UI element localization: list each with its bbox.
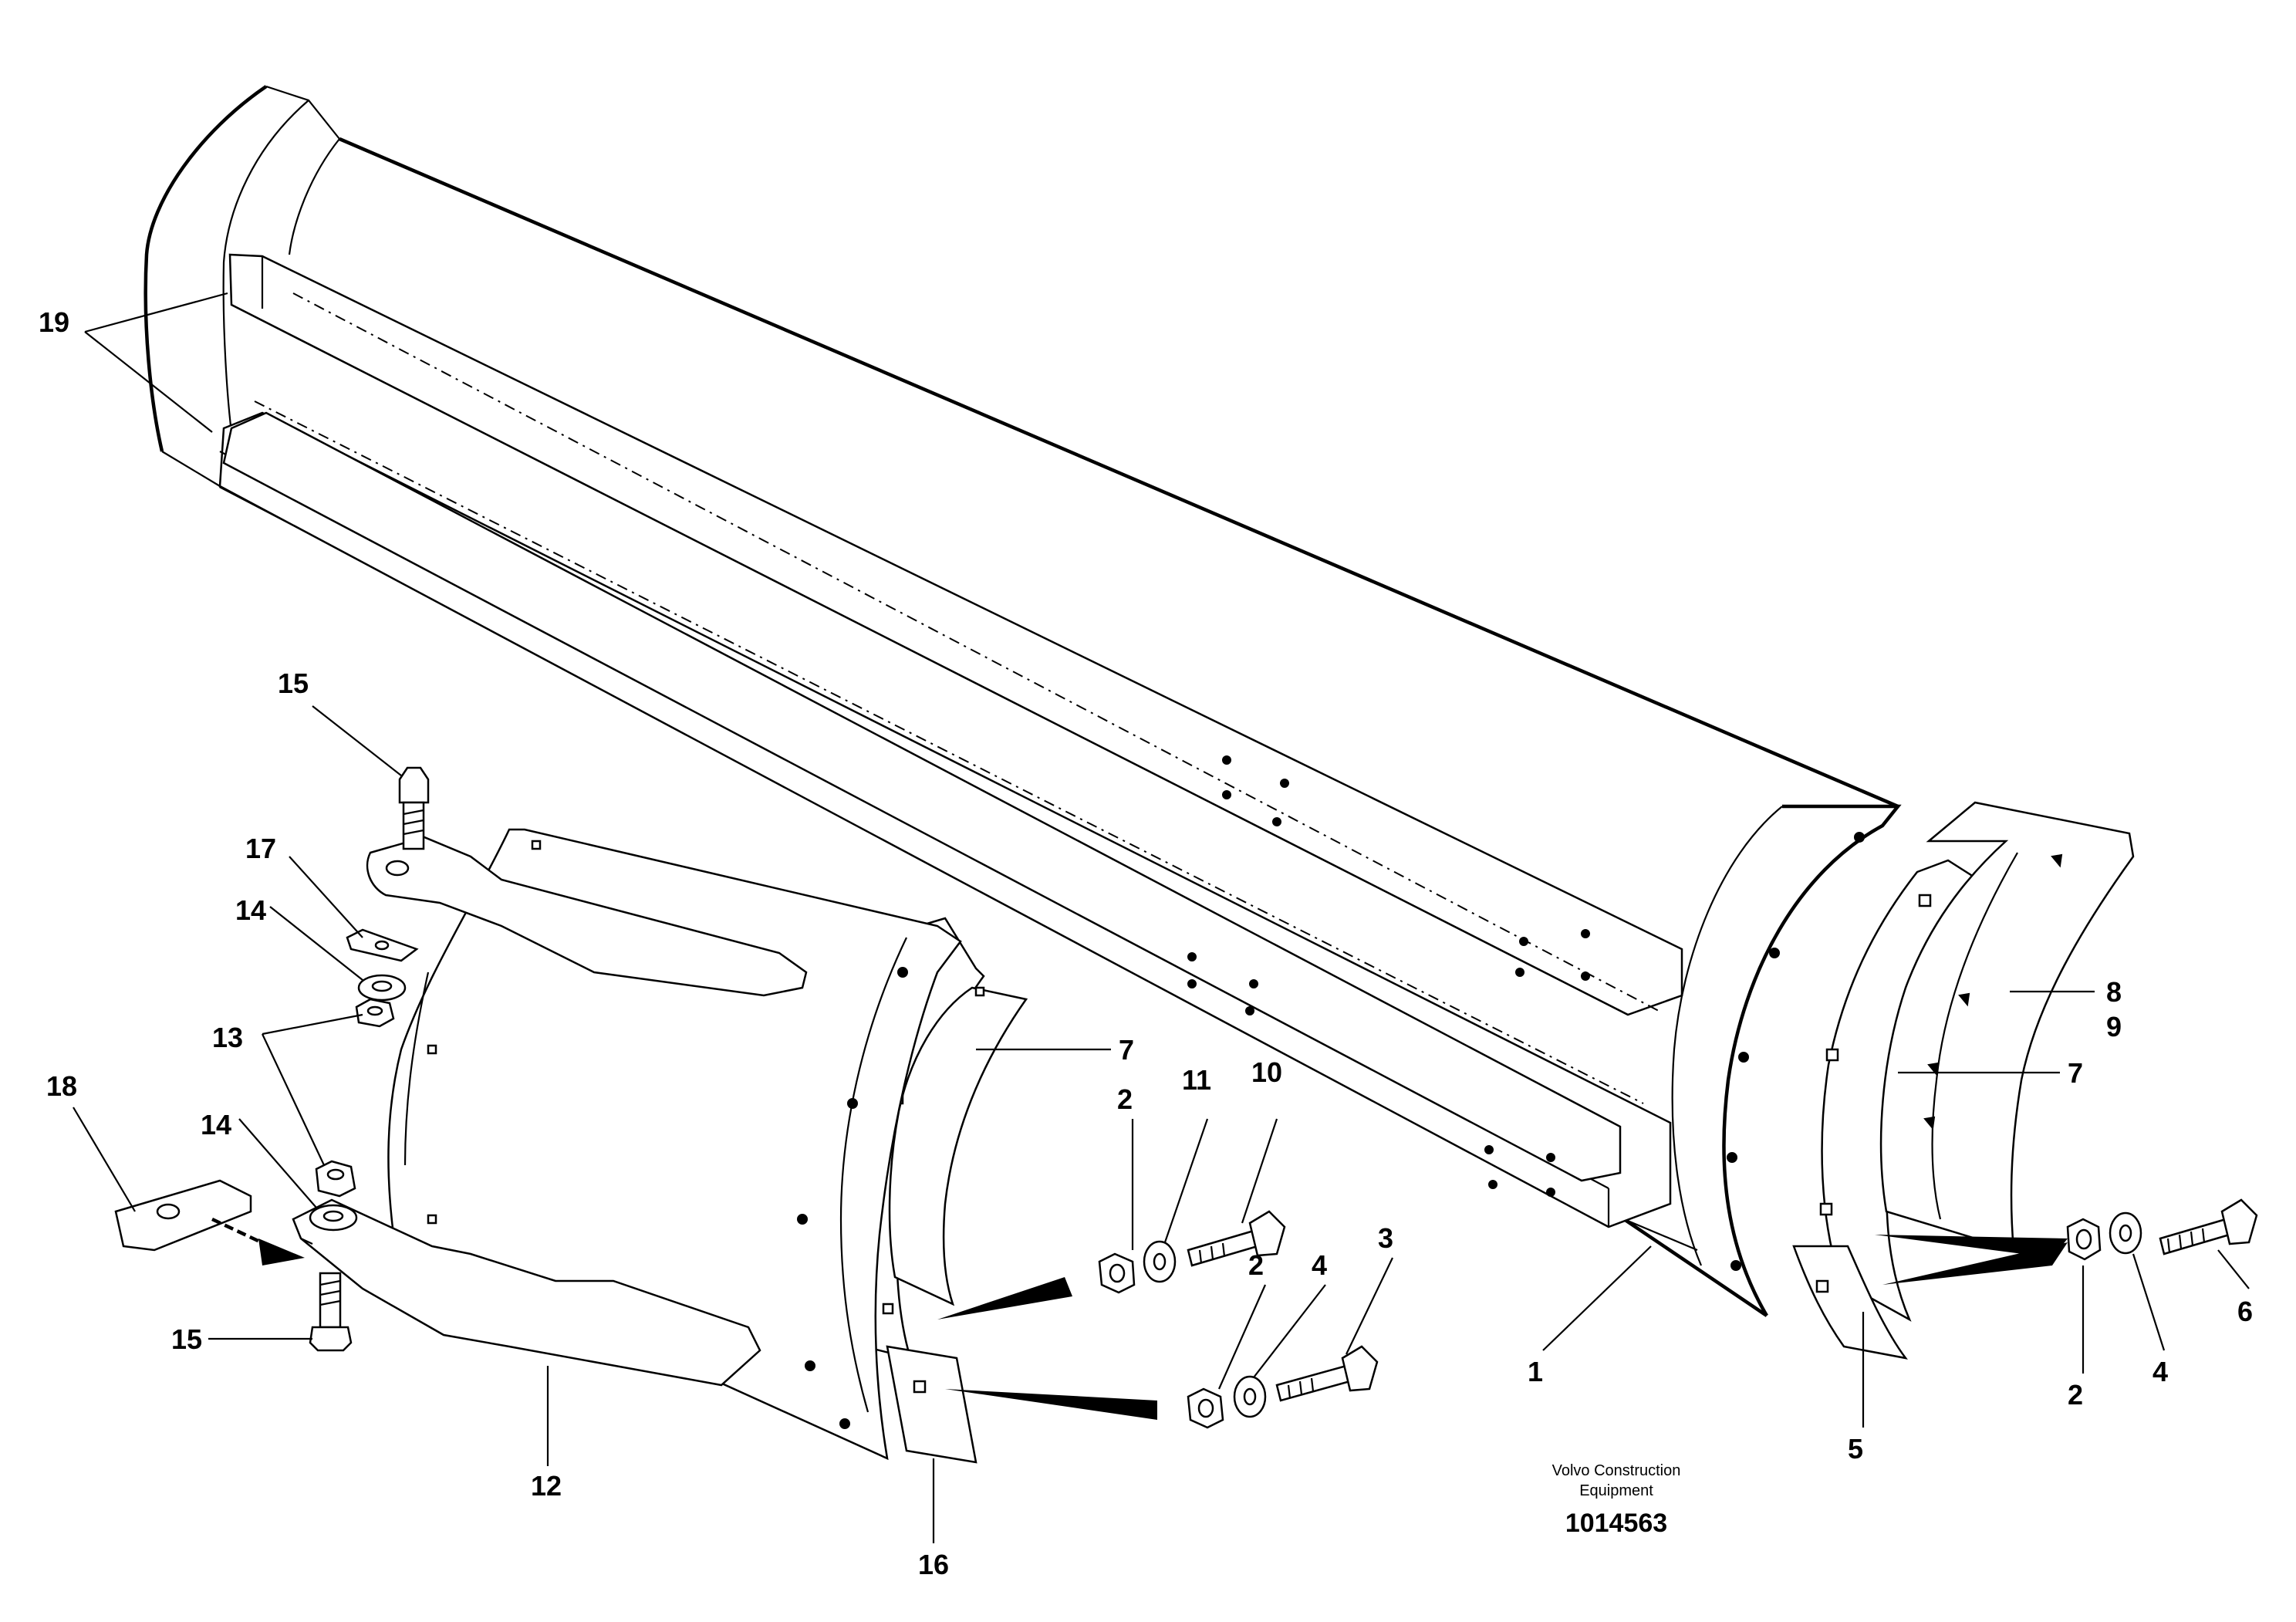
bolt-15-upper (398, 766, 430, 850)
nut-13-lower (315, 1160, 356, 1198)
leader-wedge-upper (1875, 1235, 2068, 1258)
callout-18: 18 (46, 1070, 77, 1102)
callout-15-lower: 15 (171, 1323, 202, 1355)
corner-bit-5 (1792, 1245, 1908, 1360)
washer-14-upper (357, 974, 407, 1002)
strip-bolt-holes (1187, 755, 1590, 1197)
callout-labels: 19 15 17 14 13 18 14 15 12 16 7 2 11 10 … (39, 306, 2253, 1580)
callout-4-right: 4 (2152, 1356, 2168, 1387)
nut-right (2066, 1218, 2102, 1261)
callout-1: 1 (1528, 1356, 1543, 1387)
callout-17: 17 (245, 833, 276, 864)
leader-lines (73, 292, 2250, 1543)
nut-middle-lower (1187, 1387, 1224, 1429)
callout-2-right: 2 (2068, 1379, 2083, 1411)
leader-wedge-left-upper (937, 1277, 1072, 1320)
left-end-plate (387, 828, 962, 1461)
callout-7-left: 7 (1119, 1034, 1134, 1066)
washer-11 (1143, 1240, 1177, 1283)
center-line-lower (254, 400, 1644, 1104)
callout-16: 16 (918, 1549, 949, 1580)
callout-19: 19 (39, 306, 69, 338)
bolt-right (2159, 1198, 2258, 1255)
bracket-arm-upper (366, 836, 808, 997)
footer-company-line2: Equipment (1579, 1482, 1653, 1499)
callout-14-upper: 14 (235, 894, 266, 926)
footer-company-line1: Volvo Construction (1552, 1462, 1681, 1479)
nut-middle-upper (1098, 1252, 1136, 1294)
plate-18 (114, 1179, 252, 1252)
bolt-3 (1275, 1345, 1379, 1402)
callout-6: 6 (2237, 1296, 2253, 1327)
callout-7-right: 7 (2068, 1057, 2083, 1089)
callout-4-middle: 4 (1312, 1249, 1327, 1281)
callout-5: 5 (1848, 1433, 1863, 1465)
callout-11: 11 (1182, 1064, 1211, 1096)
callout-13: 13 (212, 1022, 243, 1053)
callout-10: 10 (1251, 1056, 1282, 1088)
nut-13-upper (355, 998, 395, 1028)
wear-strip-upper (228, 253, 1683, 1016)
center-line-upper (292, 292, 1660, 1012)
footer-drawing-number: 1014563 (1565, 1509, 1667, 1538)
bolt-15-lower (309, 1272, 353, 1352)
wear-strip-upper-2 (222, 411, 1622, 1182)
bracket-arm-lower (292, 1198, 761, 1387)
direction-arrow (211, 1217, 305, 1265)
footer-block: Volvo Construction Equipment 1014563 (1552, 1462, 1681, 1538)
callout-15-upper: 15 (278, 667, 309, 699)
callout-8: 8 (2106, 976, 2122, 1008)
washer-right (2109, 1211, 2142, 1255)
leader-wedge-lower (1882, 1242, 2068, 1285)
callout-12: 12 (531, 1470, 562, 1502)
washer-14-lower (309, 1204, 358, 1232)
callout-2-middle-upper: 2 (1117, 1083, 1133, 1115)
washer-4-middle (1233, 1375, 1267, 1418)
plate-17 (346, 928, 419, 962)
callout-9: 9 (2106, 1011, 2122, 1042)
callout-14-lower: 14 (201, 1109, 231, 1140)
leader-wedge-left-lower (945, 1389, 1157, 1420)
callout-3: 3 (1378, 1222, 1393, 1254)
right-end-plate-8-9 (1879, 801, 2135, 1252)
callout-2-middle-lower: 2 (1248, 1249, 1264, 1281)
bolt-10 (1187, 1210, 1286, 1267)
